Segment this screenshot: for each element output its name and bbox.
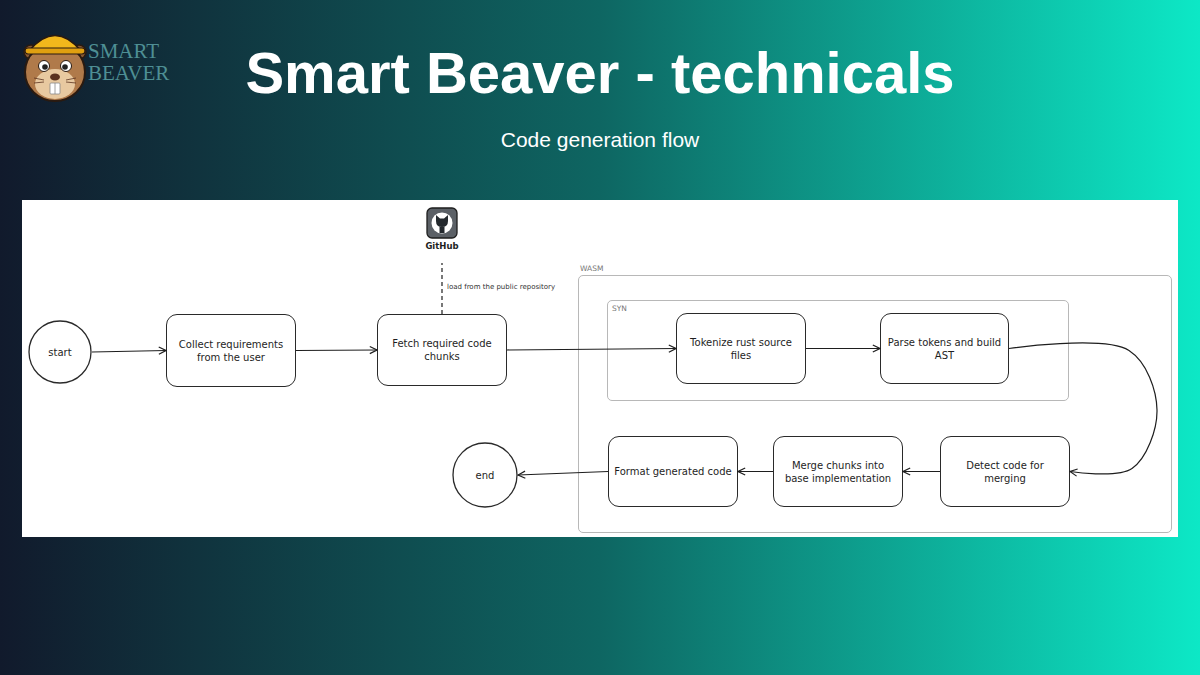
- flow-arrow: [296, 349, 377, 351]
- start-terminal: start: [28, 320, 92, 384]
- connectors: [92, 263, 1157, 475]
- process-box: Collect requirements from the user: [166, 314, 296, 387]
- wasm-group: WASMSYNTokenize rust source filesParse t…: [578, 275, 1172, 533]
- beaver-logo: [24, 36, 86, 102]
- node-label: Merge chunks into base implementation: [779, 459, 897, 485]
- process-box: Format generated code: [608, 436, 738, 507]
- process-box: Parse tokens and build AST: [880, 313, 1009, 384]
- slide-title: Smart Beaver - technicals: [0, 44, 1200, 102]
- octocat: [432, 213, 453, 234]
- dashed-connector: [441, 263, 442, 314]
- node-label: Collect requirements from the user: [172, 338, 290, 364]
- node-label: Tokenize rust source files: [682, 336, 800, 362]
- circle-shape: [29, 321, 91, 383]
- flow-arrow: [92, 351, 166, 353]
- end-terminal: end: [452, 442, 518, 508]
- group-label: SYN: [612, 304, 627, 314]
- github-logo: [426, 207, 458, 239]
- circle-shape: [453, 443, 517, 507]
- process-box: Merge chunks into base implementation: [773, 436, 903, 507]
- github-icon: GitHub: [414, 207, 470, 263]
- node-label: Detect code for merging: [946, 459, 1064, 485]
- node-label: Parse tokens and build AST: [886, 336, 1003, 362]
- process-box: Tokenize rust source files: [676, 313, 806, 384]
- diagram-panel: [22, 200, 1178, 537]
- flow-arrow: [1009, 343, 1157, 474]
- node-label: Format generated code: [614, 465, 731, 478]
- node-label: GitHub: [425, 241, 458, 252]
- syn-group: SYN Tokenize rust source files Parse token…: [607, 300, 1069, 401]
- process-box: Detect code for merging: [940, 436, 1070, 507]
- node-label: start: [48, 346, 71, 359]
- logo-wordmark: SMART BEAVER: [88, 40, 188, 84]
- process-box: Fetch required code chunks: [377, 314, 507, 386]
- group-label: WASM: [580, 264, 603, 274]
- flow-arrow: [738, 471, 773, 472]
- node-label: Fetch required code chunks: [383, 337, 501, 363]
- flow-arrow: [903, 471, 940, 472]
- node-label: end: [476, 469, 495, 482]
- slide-subtitle: Code generation flow: [0, 128, 1200, 152]
- flow-arrow: [518, 472, 608, 476]
- flow-arrow: [806, 348, 880, 349]
- edge-label: load from the public repository: [447, 283, 555, 291]
- icon-frame: [427, 208, 457, 238]
- flow-arrow: [507, 349, 676, 351]
